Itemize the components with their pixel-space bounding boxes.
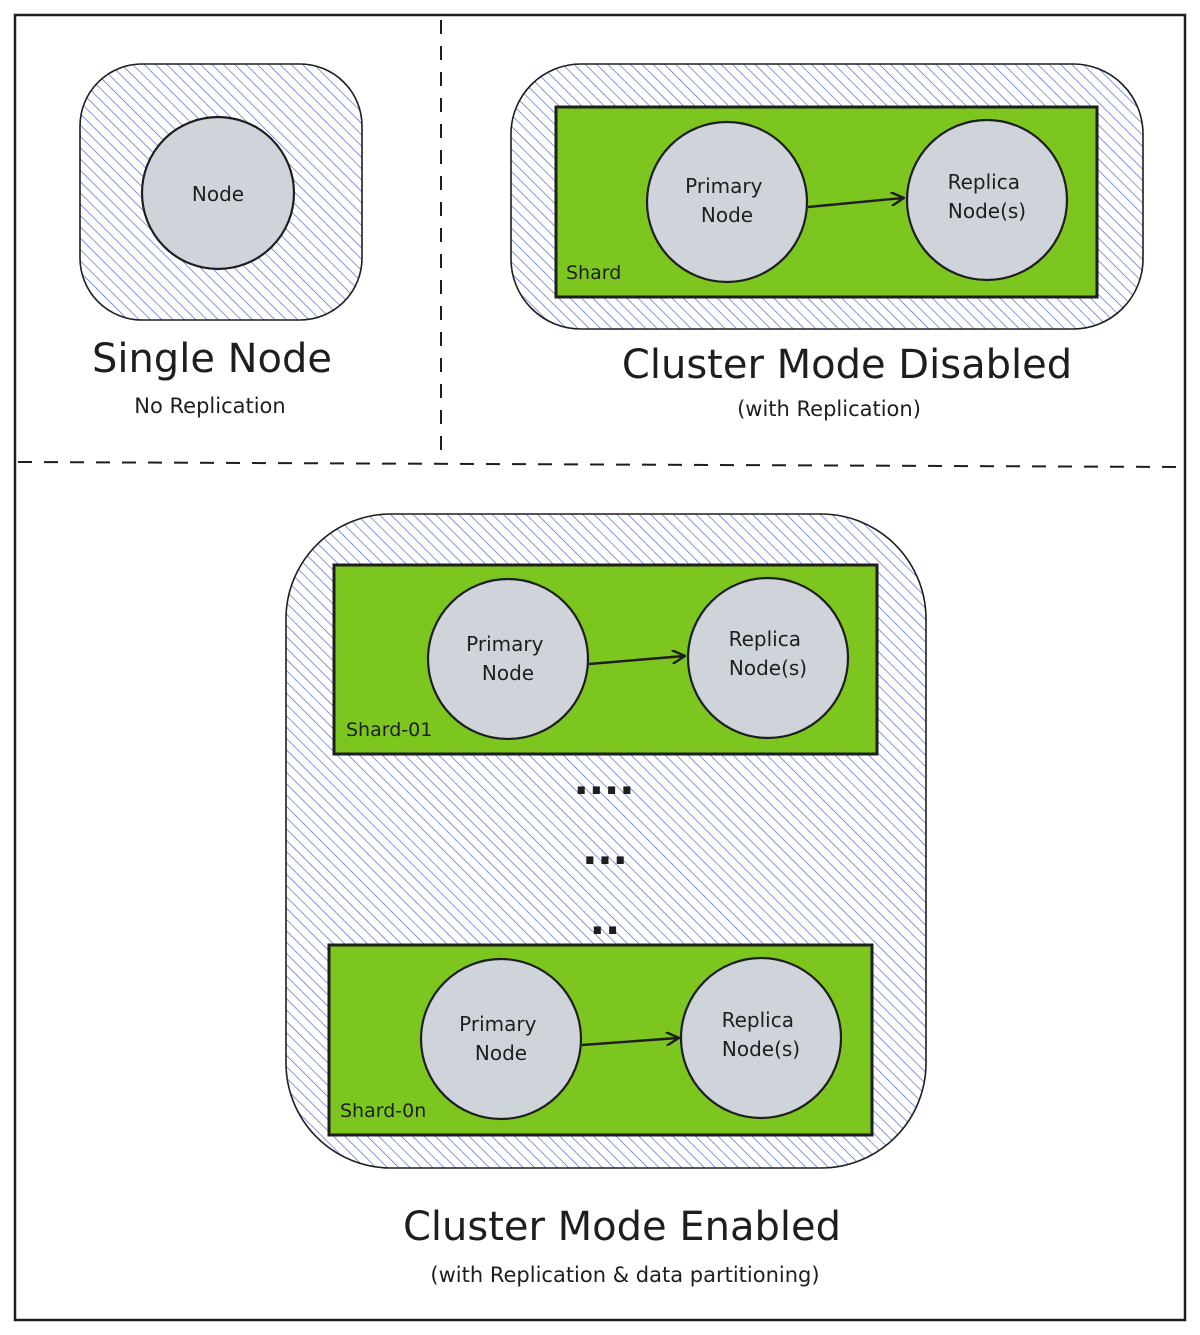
cluster-enabled-subtitle: (with Replication & data partitioning) xyxy=(430,1263,819,1287)
divider-horizontal xyxy=(17,461,1183,468)
cluster-disabled-title: Cluster Mode Disabled xyxy=(622,342,1072,388)
single-node-circle xyxy=(140,115,296,271)
shard-0n-label: Shard-0n xyxy=(340,1100,426,1122)
replication-arrow xyxy=(807,198,903,209)
single-node-section: Node Single Node No Replication xyxy=(79,63,363,418)
shard-0n-primary-label: Primary Node xyxy=(459,1012,543,1065)
shard-0n: Primary Node Replica Node(s) Shard-0n xyxy=(327,943,874,1137)
shard-label: Shard xyxy=(566,262,621,284)
cluster-enabled-section: Primary Node Replica Node(s) Shard-01 ..… xyxy=(285,513,927,1287)
shard-01-label: Shard-01 xyxy=(346,719,432,741)
shard-0n-replica-label: Replica Node(s) xyxy=(722,1008,801,1061)
shard-0n-primary-circle xyxy=(419,957,583,1121)
ellipsis-row-1: .... xyxy=(574,758,635,804)
replica-node-label: Replica Node(s) xyxy=(948,170,1027,223)
shard-01-replication-arrow xyxy=(588,656,684,666)
replica-node-circle xyxy=(905,118,1069,282)
single-node-label: Node xyxy=(192,182,244,206)
primary-node-circle xyxy=(645,120,809,284)
ellipsis-row-3: .. xyxy=(590,898,620,944)
shard-01-replica-circle xyxy=(686,576,850,740)
primary-node-label: Primary Node xyxy=(685,174,769,227)
cluster-disabled-subtitle: (with Replication) xyxy=(737,397,921,421)
single-node-title: Single Node xyxy=(92,336,332,382)
shard-01-replica-label: Replica Node(s) xyxy=(729,627,808,680)
cluster-disabled-section: Primary Node Replica Node(s) Shard Clust… xyxy=(510,63,1144,421)
shard-0n-replication-arrow xyxy=(581,1038,678,1047)
shard-01-primary-circle xyxy=(426,577,590,741)
single-node-subtitle: No Replication xyxy=(134,394,285,418)
cluster-enabled-title: Cluster Mode Enabled xyxy=(403,1204,841,1250)
ellipsis-row-2: ... xyxy=(582,828,628,874)
shard-01-primary-label: Primary Node xyxy=(466,632,550,685)
shard-01: Primary Node Replica Node(s) Shard-01 xyxy=(332,563,879,756)
shard-0n-replica-circle xyxy=(679,956,843,1120)
